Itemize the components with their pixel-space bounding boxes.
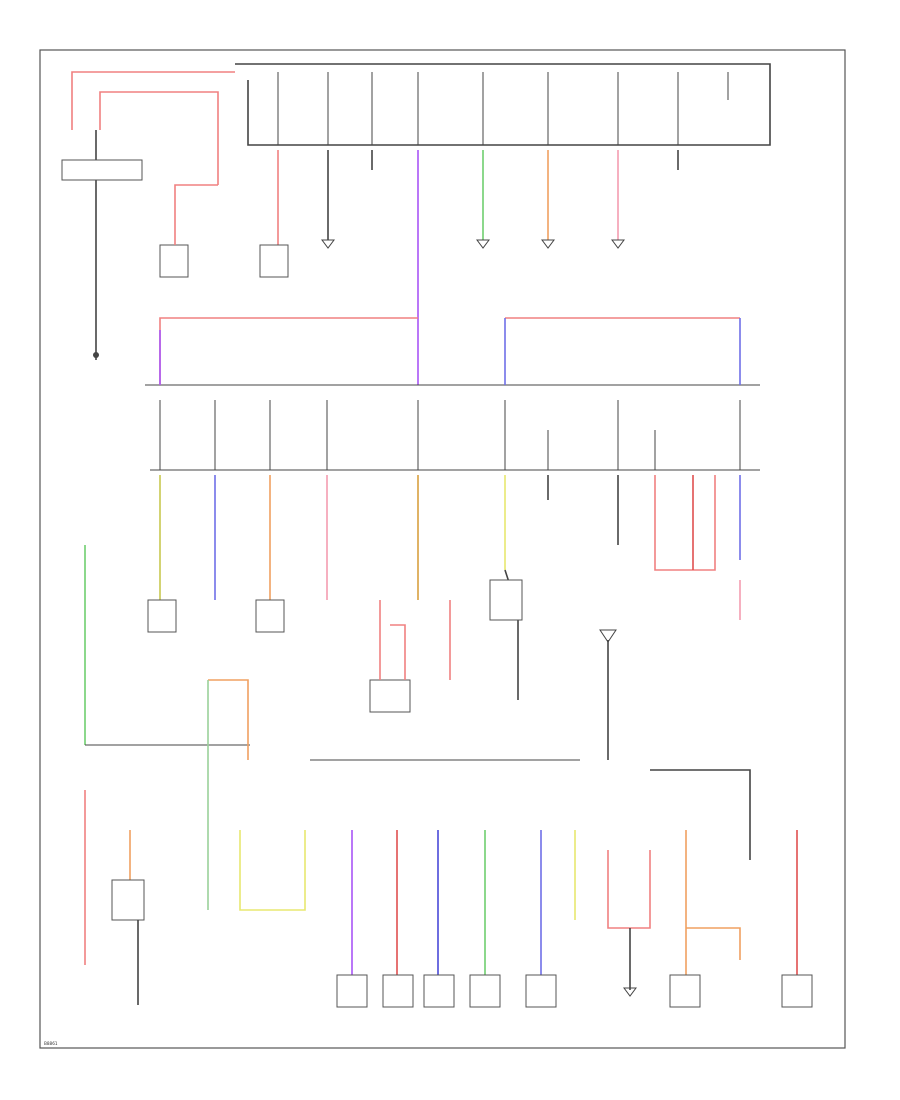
wire-orange-4	[208, 679, 249, 760]
battery-top-line	[235, 63, 771, 146]
ground-symbols-top	[321, 239, 625, 249]
wire-yellow-3	[239, 830, 306, 911]
middle-fuse-block	[147, 400, 760, 760]
lower-fuse-block	[84, 545, 813, 1008]
wire-red-10	[607, 850, 651, 929]
component-box-1	[159, 244, 189, 278]
component-box-9	[469, 974, 501, 1008]
diagram-code: B8861	[44, 1041, 58, 1046]
component-box-3	[147, 599, 177, 633]
diagram-frame	[39, 49, 846, 1049]
ground-point	[93, 352, 99, 358]
component-box-8	[423, 974, 455, 1008]
component-box-7	[382, 974, 414, 1008]
component-box-4	[255, 599, 285, 633]
component-box-5	[369, 679, 411, 713]
battery-box	[61, 159, 143, 181]
wire-red-6	[390, 624, 406, 680]
wire-red-bus-left	[159, 317, 418, 385]
middle-drops	[159, 400, 741, 470]
wire-red-3	[654, 475, 716, 571]
component-box-10	[525, 974, 557, 1008]
ground-mid	[599, 629, 617, 643]
ground-lower	[623, 987, 637, 997]
component-box-11	[669, 974, 701, 1008]
top-fuse-block	[61, 63, 771, 386]
switch-box-1	[489, 579, 523, 621]
component-box-6	[336, 974, 368, 1008]
battery-feed-wire-2	[99, 91, 219, 185]
battery-feed-wire	[71, 71, 235, 130]
component-box-12	[781, 974, 813, 1008]
component-box-2	[259, 244, 289, 278]
switch-box-2	[111, 879, 145, 921]
wire-orange-7	[686, 927, 741, 960]
fuse-row-top	[277, 72, 729, 145]
lower-right-bus	[650, 769, 751, 800]
wire-red-2	[174, 184, 218, 245]
